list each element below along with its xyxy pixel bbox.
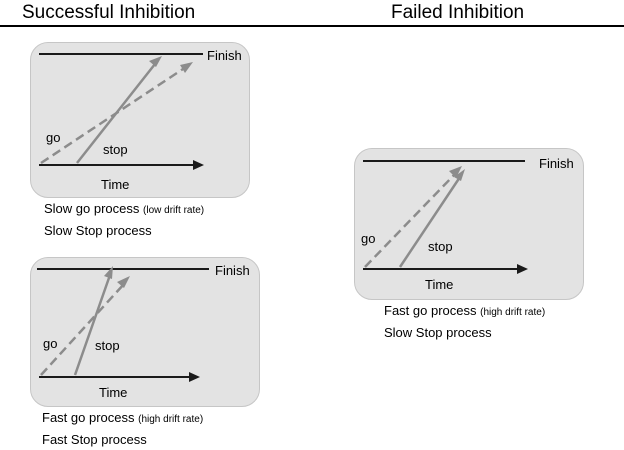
stop-arrowhead [149, 56, 162, 67]
go-arrowhead [117, 276, 130, 288]
finish-label: Finish [539, 156, 574, 171]
time-axis-arrowhead [193, 160, 204, 170]
header-failed-inhibition: Failed Inhibition [391, 2, 525, 23]
accumulator-diagram [363, 160, 528, 274]
go-arrowhead [180, 62, 193, 73]
stop-process-caption: Fast Stop process [42, 432, 147, 447]
stop-label: stop [95, 338, 120, 353]
finish-label: Finish [207, 48, 242, 63]
go-label: go [361, 231, 376, 246]
stop-process-arrow [73, 274, 112, 376]
header-successful-inhibition: Successful Inhibition [22, 2, 196, 23]
panel-slow-go-slow-stop: Finish go stop Time [30, 42, 250, 198]
stop-arrowhead [454, 169, 465, 181]
stop-arrowhead [104, 266, 113, 279]
time-axis-arrowhead [189, 372, 200, 382]
stop-process-caption: Slow Stop process [384, 325, 492, 340]
accumulator-diagram [37, 266, 209, 382]
stop-process-caption: Slow Stop process [44, 223, 152, 238]
time-label: Time [101, 177, 130, 192]
time-label: Time [425, 277, 454, 292]
go-process-caption: Slow go process (low drift rate) [44, 201, 205, 216]
caption-fast-go-slow-stop: Fast go process (high drift rate) Slow S… [384, 301, 545, 343]
go-process-arrow [40, 283, 125, 376]
panel-fast-go-slow-stop: Finish go stop Time [354, 148, 584, 300]
caption-fast-go-fast-stop: Fast go process (high drift rate) Fast S… [42, 408, 203, 450]
stop-process-arrow [398, 176, 462, 268]
time-label: Time [99, 385, 128, 400]
accumulator-diagram [39, 53, 204, 170]
stop-label: stop [103, 142, 128, 157]
panel-fast-go-fast-stop: Finish go stop Time [30, 257, 260, 407]
stop-process-arrow [76, 63, 156, 164]
go-process-arrow [364, 172, 457, 268]
go-process-caption: Fast go process (high drift rate) [384, 303, 546, 318]
finish-label: Finish [215, 263, 250, 278]
time-axis-arrowhead [517, 264, 528, 274]
go-process-caption: Fast go process (high drift rate) [42, 410, 204, 425]
caption-slow-go-slow-stop: Slow go process (low drift rate) Slow St… [44, 199, 204, 241]
go-label: go [43, 336, 58, 351]
header-divider [0, 25, 624, 27]
go-arrowhead [449, 166, 462, 178]
go-label: go [46, 130, 61, 145]
stop-label: stop [428, 239, 453, 254]
